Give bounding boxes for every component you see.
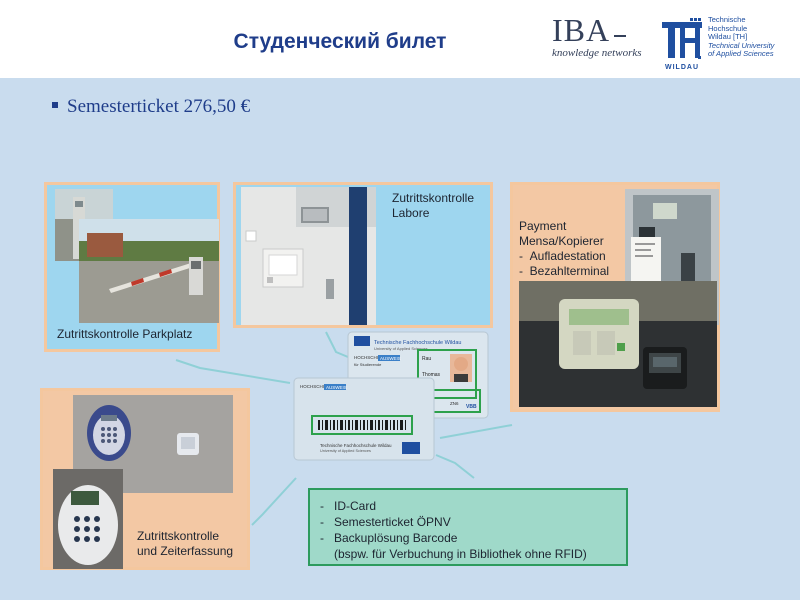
- payment-item-2: - Bezahlterminal: [519, 264, 610, 278]
- panel-time: Zutrittskontrolle und Zeiterfassung: [40, 388, 250, 570]
- labs-label-line1: Zutrittskontrolle: [392, 191, 475, 205]
- header-bar: Студенческий билет IBA knowledge network…: [0, 0, 800, 78]
- card-front-badge: AUSWEIS: [326, 385, 347, 390]
- payment-item-1-text: Aufladestation: [529, 249, 606, 263]
- payment-label: Payment Mensa/Kopierer - Aufladestation …: [519, 219, 609, 279]
- card-back-institution: Technische Fachhochschule Wildau: [374, 340, 461, 346]
- card-back-institution-en: University of Applied Sciences: [374, 346, 428, 351]
- iba-logo-name: IBA: [552, 12, 611, 48]
- bullet-text: Semesterticket 276,50 €: [67, 96, 251, 117]
- card-name-2: Thomas: [422, 372, 441, 378]
- payment-line1: Payment: [519, 219, 567, 233]
- panel-parking-inner: Zutrittskontrolle Parkplatz: [47, 185, 219, 349]
- payment-line2: Mensa/Kopierer: [519, 234, 604, 248]
- payment-item-2-text: Bezahlterminal: [529, 264, 610, 278]
- student-id-cards: Technische Fachhochschule Wildau Univers…: [293, 331, 489, 461]
- iba-logo-dash: [614, 35, 627, 37]
- card-vbb: VBB: [466, 404, 477, 410]
- panel-time-inner: Zutrittskontrolle und Zeiterfassung: [43, 391, 247, 569]
- card-front-institution-en: University of Applied Sciences: [320, 449, 371, 453]
- card-back-status: HOCHSCHUL: [354, 355, 383, 360]
- payment-item-1: - Aufladestation: [519, 249, 606, 263]
- connector-time: [251, 477, 297, 526]
- card-front-status: HOCHSCHUL: [300, 384, 329, 389]
- idcard-feature-list: ID-Card Semesterticket ÖPNV Backuplösung…: [320, 498, 616, 546]
- th-wildau-logo: Technische Hochschule Wildau [TH] Techni…: [660, 14, 795, 74]
- card-back-badge: AUSWEIS: [380, 356, 401, 361]
- th-line-5: of Applied Sciences: [708, 49, 774, 59]
- idcard-feature-3: Backuplösung Barcode: [320, 530, 616, 546]
- connector-labs: [325, 331, 349, 358]
- card-zone: ZN6: [450, 401, 459, 406]
- labs-label: Zutrittskontrolle Labore: [392, 191, 474, 221]
- th-line-2: Hochschule: [708, 23, 748, 33]
- th-line-1: Technische: [708, 15, 746, 24]
- payment-terminal-photo: [519, 281, 717, 407]
- card-back-sub: für Studierende: [354, 362, 382, 367]
- time-terminal-photo: [53, 469, 123, 569]
- idcard-feature-box: ID-Card Semesterticket ÖPNV Backuplösung…: [308, 488, 628, 566]
- connector-payment: [439, 424, 513, 439]
- idcard-feature-sub: (bspw. für Verbuchung in Bibliothek ohne…: [334, 547, 587, 561]
- iba-logo-tagline: knowledge networks: [552, 47, 642, 59]
- panel-parking: Zutrittskontrolle Parkplatz: [44, 182, 220, 352]
- th-wildau-mark-label: WILDAU: [665, 64, 699, 71]
- idcard-feature-1: ID-Card: [320, 498, 616, 514]
- time-label-line2: und Zeiterfassung: [137, 544, 234, 558]
- connector-idbox: [435, 454, 475, 479]
- labs-label-line2: Labore: [392, 206, 430, 220]
- panel-payment-inner: Payment Mensa/Kopierer - Aufladestation …: [513, 185, 719, 409]
- time-label: Zutrittskontrolle und Zeiterfassung: [137, 529, 233, 559]
- th-wildau-text: Technische Hochschule Wildau [TH] Techni…: [708, 15, 775, 59]
- idcard-feature-2: Semesterticket ÖPNV: [320, 514, 616, 530]
- th-wildau-mark-icon: [660, 16, 704, 64]
- bullet-item: Semesterticket 276,50 €: [52, 96, 250, 118]
- panel-labs: Zutrittskontrolle Labore: [233, 182, 493, 328]
- bullet-square-icon: [52, 102, 58, 108]
- panel-labs-inner: Zutrittskontrolle Labore: [236, 185, 490, 325]
- card-barcode: [318, 420, 406, 430]
- page-title: Студенческий билет: [233, 30, 447, 53]
- card-front-institution: Technische Fachhochschule Wildau: [320, 443, 392, 448]
- lab-reader-photo: [241, 187, 376, 325]
- parking-label: Zutrittskontrolle Parkplatz: [57, 327, 193, 341]
- parking-barrier-photo: [79, 219, 219, 323]
- connector-parking: [175, 359, 291, 384]
- th-line-4: Technical University: [708, 40, 775, 50]
- card-name-1: Rau: [422, 356, 431, 362]
- panel-payment: Payment Mensa/Kopierer - Aufladestation …: [510, 182, 720, 412]
- th-line-3: Wildau [TH]: [708, 32, 748, 42]
- iba-logo: IBA knowledge networks: [552, 14, 652, 70]
- time-label-line1: Zutrittskontrolle: [137, 529, 220, 543]
